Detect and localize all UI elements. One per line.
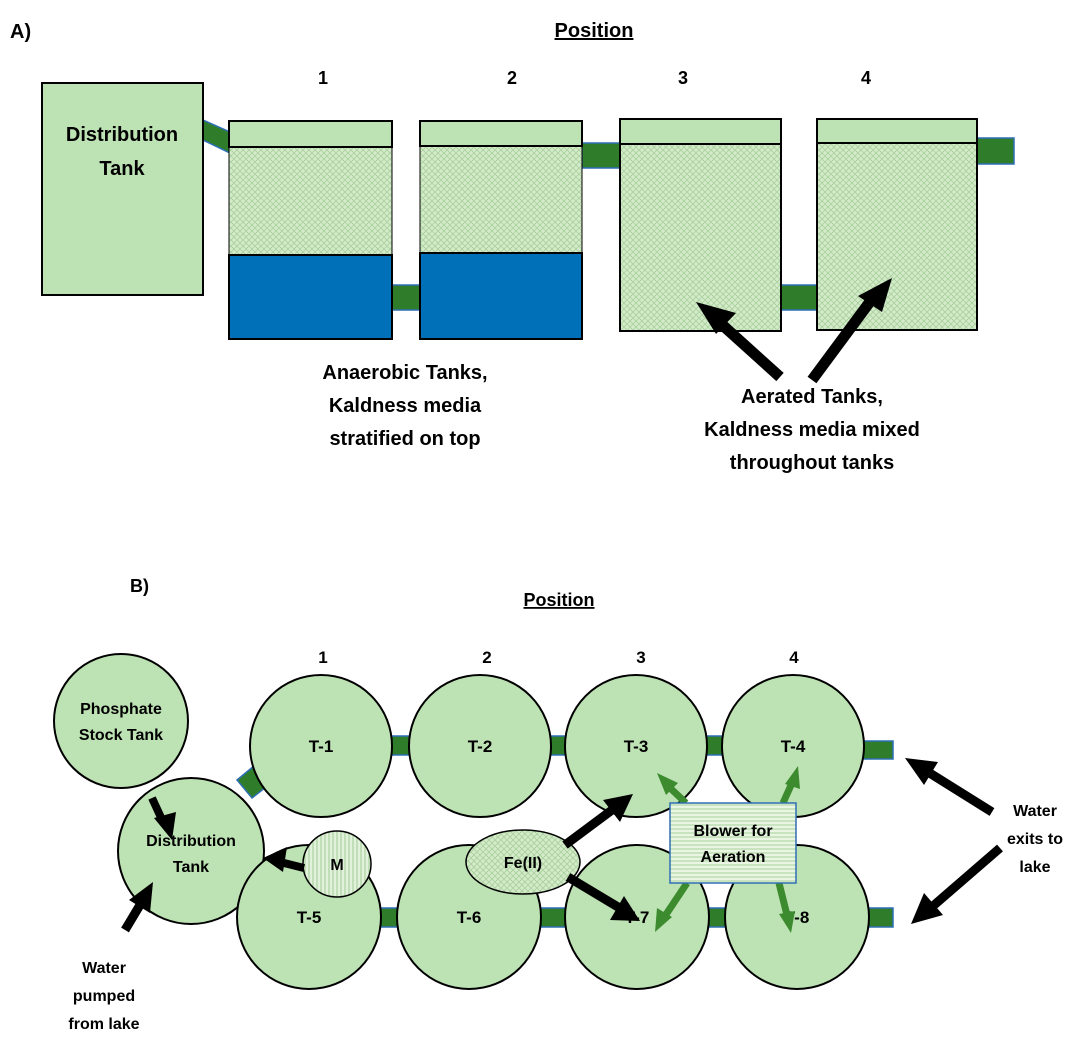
- pipe-tank1-to-tank2: [391, 284, 421, 311]
- arrow-outlet-bottom: [911, 844, 1003, 924]
- blower-label-1: Blower for: [693, 823, 772, 840]
- anaerobic-tank-2: [419, 120, 583, 340]
- arrow-fe-to-t7: [565, 873, 640, 921]
- aerated-caption-2: Kaldness media mixed: [704, 419, 920, 441]
- distribution-tank-b: Distribution Tank: [117, 777, 265, 925]
- anaerobic-caption-1: Anaerobic Tanks,: [322, 362, 487, 384]
- water-in-label-1: Water: [82, 960, 126, 977]
- tank-t3: T-3: [564, 674, 708, 818]
- anaerobic-caption-3: stratified on top: [329, 428, 480, 450]
- fe-ii-label: Fe(II): [504, 855, 542, 872]
- phosphate-label-1: Phosphate: [80, 701, 162, 718]
- mixer-m: M: [302, 830, 372, 898]
- phosphate-stock-tank: Phosphate Stock Tank: [53, 653, 189, 789]
- fe-ii-dosing: Fe(II): [465, 829, 581, 895]
- aeration-arrow-t4: [779, 766, 800, 805]
- water-out-label-3: lake: [1019, 859, 1050, 876]
- anaerobic-tank-1: [228, 120, 393, 340]
- aeration-arrow-t3: [657, 773, 689, 806]
- arrow-mixer-to-distribution: [263, 847, 305, 872]
- distribution-tank-a-label-1: Distribution: [66, 124, 178, 146]
- mixer-label: M: [330, 857, 343, 874]
- arrow-to-tank4: [807, 278, 892, 384]
- arrow-water-in: [121, 882, 153, 933]
- water-in-label-3: from lake: [68, 1016, 139, 1033]
- phosphate-label-2: Stock Tank: [79, 727, 163, 744]
- water-out-label-1: Water: [1013, 803, 1057, 820]
- aerated-caption-1: Aerated Tanks,: [741, 386, 883, 408]
- panel-b-position-3: 3: [636, 648, 645, 667]
- tank-t3-label: T-3: [624, 737, 649, 756]
- aerated-tank-3: [619, 118, 782, 332]
- panel-b-label: B): [130, 576, 149, 596]
- arrow-to-tank3: [696, 302, 784, 382]
- distribution-tank-a-label-2: Tank: [99, 158, 145, 180]
- tank-t1: T-1: [249, 674, 393, 818]
- water-out-label-2: exits to: [1007, 831, 1063, 848]
- panel-b-position-2: 2: [482, 648, 491, 667]
- panel-a-title: Position: [555, 20, 634, 42]
- distribution-b-label-2: Tank: [173, 859, 209, 876]
- aeration-arrow-t8: [775, 882, 795, 933]
- arrow-fe-to-t3: [562, 794, 633, 849]
- arrow-outlet-top: [905, 758, 995, 816]
- aeration-arrow-t7: [655, 881, 690, 932]
- tank-t6-label: T-6: [457, 908, 482, 927]
- panel-a-position-3: 3: [678, 68, 688, 88]
- tank-t2-label: T-2: [468, 737, 493, 756]
- panel-b-title: Position: [524, 590, 595, 610]
- panel-a-position-1: 1: [318, 68, 328, 88]
- tank-t4-label: T-4: [781, 737, 806, 756]
- panel-a-position-4: 4: [861, 68, 871, 88]
- pipe-dist-to-tank1: [202, 118, 231, 155]
- tank-t1-label: T-1: [309, 737, 334, 756]
- distribution-b-label-1: Distribution: [146, 833, 236, 850]
- blower-label-2: Aeration: [701, 849, 766, 866]
- water-in-label-2: pumped: [73, 988, 135, 1005]
- tank-t4: T-4: [721, 674, 865, 818]
- aerated-caption-3: throughout tanks: [730, 452, 894, 474]
- pipe-tank4-outlet: [976, 137, 1015, 165]
- pipe-tank2-to-tank3: [581, 142, 621, 169]
- panel-b-position-4: 4: [789, 648, 799, 667]
- blower-for-aeration: Blower for Aeration: [669, 802, 797, 884]
- pipe-tank3-to-tank4: [780, 284, 818, 311]
- anaerobic-caption-2: Kaldness media: [329, 395, 482, 417]
- panel-b-position-1: 1: [318, 648, 327, 667]
- panel-a-position-2: 2: [507, 68, 517, 88]
- panel-a-label: A): [10, 21, 31, 43]
- arrow-phosphate-to-distribution: [148, 796, 176, 840]
- aerated-tank-4: [816, 118, 978, 331]
- distribution-tank-a: Distribution Tank: [41, 82, 204, 296]
- tank-t5-label: T-5: [297, 908, 322, 927]
- tank-t2: T-2: [408, 674, 552, 818]
